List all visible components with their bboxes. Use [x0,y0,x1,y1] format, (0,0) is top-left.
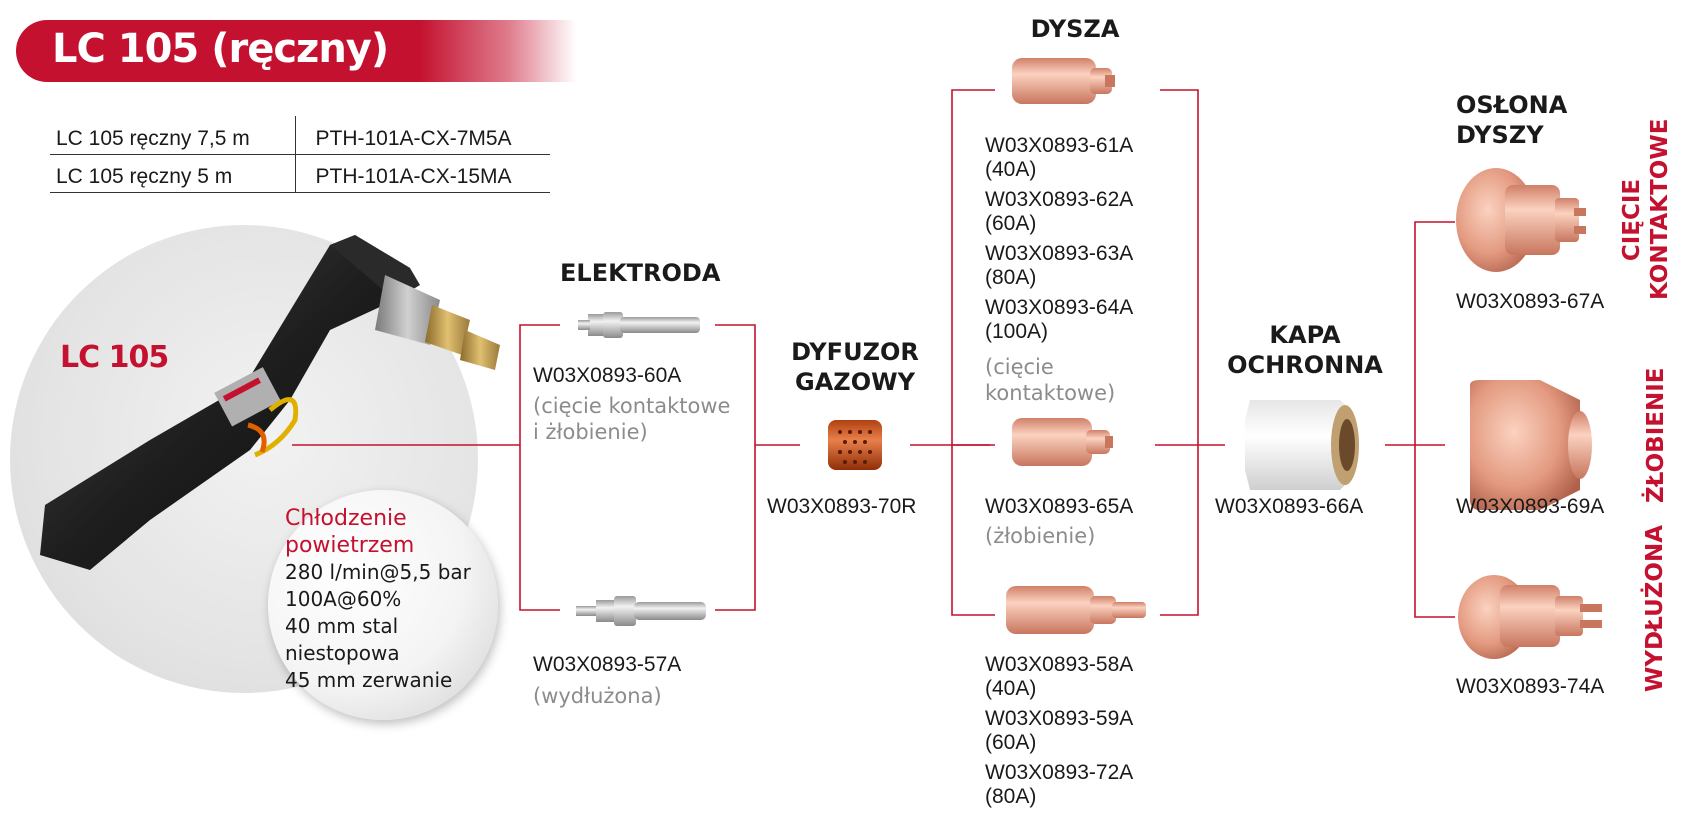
side-label-gouging: ŻŁOBIENIE [1642,367,1670,504]
cap-title: KAPA OCHRONNA [1220,320,1390,380]
cooling-spec-line: 100A@60% [285,587,402,611]
table-cell-name: LC 105 ręczny 5 m [50,154,296,193]
nozzle-contact-image [1012,58,1115,104]
electrode-60a-note: (cięcie kontaktowe i żłobienie) [533,393,730,445]
label-line: CIĘCIE [1619,178,1645,262]
side-label-extended: WYDŁUŻONA [1641,524,1669,692]
note-line: kontaktowe) [985,381,1116,405]
title-line: OCHRONNA [1227,351,1383,379]
shield-title: OSŁONA DYSZY [1456,90,1567,150]
electrode-title: ELEKTRODA [560,259,721,287]
nozzle-extended-codes: W03X0893-58A (40A) W03X0893-59A (60A) W0… [985,653,1133,809]
code-line: W03X0893-72A [985,761,1134,784]
code-line: (60A) [985,731,1037,754]
title-line: DYSZY [1456,121,1544,149]
nozzle-gouging-image [1012,418,1113,466]
title-line: DYFUZOR [791,338,919,366]
electrode-57a-note: (wydłużona) [533,684,662,708]
code-line: W03X0893-62A [985,188,1134,211]
label-line: WYDŁUŻONA [1642,524,1668,692]
table-row: LC 105 ręczny 5 m PTH-101A-CX-15MA [50,154,550,193]
code-line: W03X0893-61A [985,134,1134,157]
nozzle-gouging-note: (żłobienie) [985,524,1096,548]
title-line: GAZOWY [795,368,915,396]
code-line: W03X0893-59A [985,707,1134,730]
cooling-info: Chłodzenie powietrzem 280 l/min@5,5 bar … [285,505,471,694]
code-line: (80A) [985,785,1037,808]
nozzle-extended-image [1006,586,1146,634]
diffuser-image [828,420,882,470]
shield-extended-image [1458,575,1602,659]
page-title: LC 105 (ręczny) [52,26,389,72]
code-line: (60A) [985,212,1037,235]
nozzle-contact-note: (cięcie kontaktowe) [985,354,1115,406]
note-line: (cięcie [985,355,1054,379]
torch-model-label: LC 105 [60,340,169,375]
diffuser-title: DYFUZOR GAZOWY [770,337,940,397]
shield-extended-code: W03X0893-74A [1456,675,1605,698]
cooling-spec-line: 40 mm stal [285,614,399,638]
table-cell-name: LC 105 ręczny 7,5 m [50,116,296,155]
cooling-spec-line: 45 mm zerwanie [285,668,453,692]
note-line: i żłobienie) [533,420,648,444]
cooling-spec-line: 280 l/min@5,5 bar [285,560,471,584]
side-label-contact-cutting: CIĘCIE KONTAKTOWE [1618,118,1674,300]
cooling-spec-line: niestopowa [285,641,400,665]
shield-contact-image [1456,168,1586,272]
electrode-57a-code: W03X0893-57A [533,653,682,676]
cooling-info-circle [268,490,498,720]
code-line: (40A) [985,158,1037,181]
table-row: LC 105 ręczny 7,5 m PTH-101A-CX-7M5A [50,116,550,155]
shield-contact-code: W03X0893-67A [1456,290,1605,313]
code-line: W03X0893-64A [985,296,1134,319]
cooling-title: Chłodzenie powietrzem [285,506,415,558]
nozzle-title: DYSZA [1030,15,1120,43]
electrode-57a-image [576,596,706,626]
diffuser-code: W03X0893-70R [767,495,917,518]
code-line: (80A) [985,266,1037,289]
code-line: (40A) [985,677,1037,700]
nozzle-contact-codes: W03X0893-61A (40A) W03X0893-62A (60A) W0… [985,134,1133,344]
spec-table: LC 105 ręczny 7,5 m PTH-101A-CX-7M5A LC … [50,116,550,193]
code-line: W03X0893-63A [985,242,1134,265]
note-line: (cięcie kontaktowe [533,394,731,418]
shield-gouging-code: W03X0893-69A [1456,495,1605,518]
shield-cap-image [1245,400,1359,490]
electrode-60a-code: W03X0893-60A [533,364,682,387]
shield-gouging-image [1470,380,1592,510]
title-banner [16,20,576,82]
electrode-60a-image [578,312,700,338]
code-line: (100A) [985,320,1049,343]
title-line: KAPA [1269,321,1341,349]
label-line: KONTAKTOWE [1647,118,1673,300]
cap-code: W03X0893-66A [1215,495,1364,518]
label-line: ŻŁOBIENIE [1643,367,1669,504]
nozzle-gouging-code: W03X0893-65A [985,495,1134,518]
code-line: W03X0893-58A [985,653,1134,676]
table-cell-code: PTH-101A-CX-7M5A [295,116,550,155]
table-cell-code: PTH-101A-CX-15MA [295,154,550,193]
title-line: OSŁONA [1456,91,1568,119]
